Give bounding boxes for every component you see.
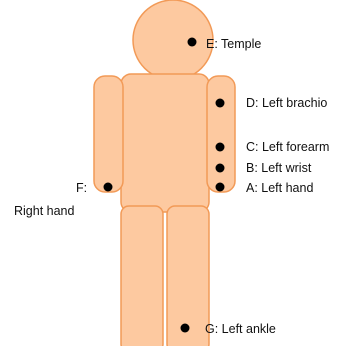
label-a-left-hand: A: Left hand — [246, 181, 313, 195]
label-e-temple: E: Temple — [206, 37, 261, 51]
label-g-left-ankle: G: Left ankle — [205, 322, 276, 336]
marker-b-left-wrist — [216, 164, 225, 173]
right-arm — [94, 76, 123, 192]
label-f-right-hand: Right hand — [14, 204, 75, 218]
marker-f-right-hand — [104, 183, 113, 192]
marker-e-temple — [188, 38, 197, 47]
right-leg — [121, 206, 163, 346]
label-b-left-wrist: B: Left wrist — [246, 161, 312, 175]
left-arm — [207, 76, 235, 192]
label-f-prefix: F: — [76, 181, 87, 195]
label-d-left-brachio: D: Left brachio — [246, 96, 327, 110]
head — [133, 0, 213, 80]
marker-c-left-forearm — [216, 143, 225, 152]
marker-d-left-brachio — [216, 99, 225, 108]
label-c-left-forearm: C: Left forearm — [246, 140, 329, 154]
marker-g-left-ankle — [181, 324, 190, 333]
torso — [121, 74, 209, 212]
marker-a-left-hand — [216, 183, 225, 192]
